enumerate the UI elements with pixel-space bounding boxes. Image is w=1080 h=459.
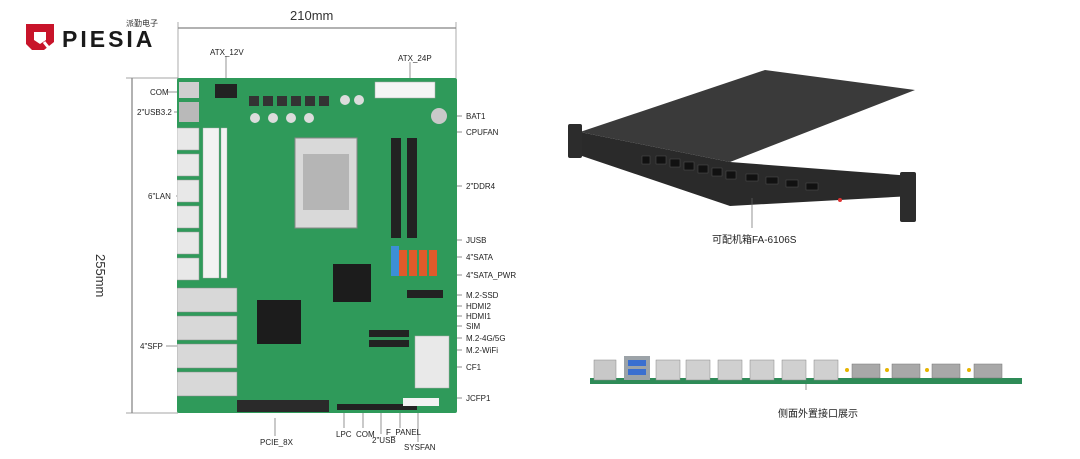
label-jusb: JUSB xyxy=(466,236,487,245)
side-io-caption: 侧面外置接口展示 xyxy=(778,409,858,420)
label-sata-pwr: 4"SATA_PWR xyxy=(466,271,517,280)
label-lan: 6"LAN xyxy=(148,192,171,201)
label-sim: SIM xyxy=(466,322,481,331)
motherboard-image xyxy=(176,78,457,413)
label-sysfan: SYSFAN xyxy=(404,443,436,452)
motherboard-graphic xyxy=(176,81,450,412)
brand-subtitle: 派勤电子 xyxy=(126,19,158,28)
label-cpufan: CPUFAN xyxy=(466,128,499,137)
height-dimension-label: 255mm xyxy=(93,254,108,298)
label-sfp: 4"SFP xyxy=(140,342,163,351)
label-sata: 4"SATA xyxy=(466,253,493,262)
label-ddr4: 2"DDR4 xyxy=(466,182,496,191)
label-com-top: COM xyxy=(150,88,169,97)
chassis-image xyxy=(568,70,916,228)
piesia-logo-mark xyxy=(26,24,54,53)
side-io-image xyxy=(590,356,1022,390)
label-atx-24p: ATX_24P xyxy=(398,54,432,63)
label-usb32: 2"USB3.2 xyxy=(137,108,172,117)
brand-name: PIESIA xyxy=(62,26,156,52)
label-usb2: 2"USB xyxy=(372,436,396,445)
width-dimension-label: 210mm xyxy=(290,8,334,23)
label-f-panel: F_PANEL xyxy=(386,428,421,437)
label-m2-wifi: M.2-WiFi xyxy=(466,346,498,355)
label-cf1: CF1 xyxy=(466,363,482,372)
label-lpc: LPC xyxy=(336,430,352,439)
label-hdmi2: HDMI2 xyxy=(466,302,491,311)
label-m2-ssd: M.2-SSD xyxy=(466,291,499,300)
label-pcie-8x: PCIE_8X xyxy=(260,438,293,447)
label-com-bottom: COM xyxy=(356,430,375,439)
chassis-caption: 可配机箱FA-6106S xyxy=(712,235,797,246)
label-atx-12v: ATX_12V xyxy=(210,48,244,57)
label-bat1: BAT1 xyxy=(466,112,486,121)
label-jcfp1: JCFP1 xyxy=(466,394,491,403)
label-hdmi1: HDMI1 xyxy=(466,312,491,321)
label-m2-4g5g: M.2-4G/5G xyxy=(466,334,506,343)
